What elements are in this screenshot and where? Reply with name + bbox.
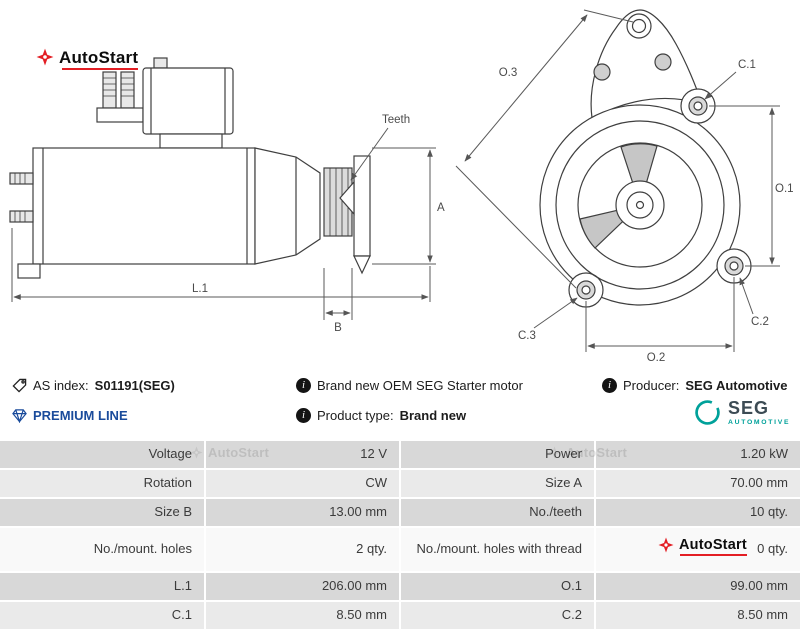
oem-note-item: i Brand new OEM SEG Starter motor	[296, 376, 523, 394]
pinion-gear	[323, 167, 353, 237]
hub	[615, 180, 665, 230]
spec-value: 2 qty.	[206, 528, 399, 571]
spec-value: 13.00 mm	[206, 499, 399, 526]
info-icon: i	[296, 407, 311, 423]
autostart-star-icon	[36, 48, 54, 66]
starter-motor-side-view	[9, 57, 371, 279]
logo-underline	[680, 554, 747, 556]
autostart-watermark: AutoStart	[548, 446, 627, 459]
spec-table: Voltage 12 V Power 1.20 kW Rotation CW S…	[0, 441, 800, 629]
solenoid-terminals	[96, 71, 144, 123]
premium-line-item: PREMIUM LINE	[12, 406, 128, 424]
oem-note-text: Brand new OEM SEG Starter motor	[317, 377, 523, 393]
producer-item: i Producer: SEG Automotive	[602, 376, 787, 394]
tag-icon	[12, 378, 27, 393]
bracket-boss-left	[593, 63, 611, 81]
product-type-item: i Product type: Brand new	[296, 406, 466, 424]
producer-label: Producer:	[623, 377, 680, 393]
autostart-star-icon	[190, 446, 203, 459]
spec-value: 12 V	[206, 441, 399, 468]
mount-holes	[576, 96, 744, 300]
starter-motor-front-view	[539, 9, 752, 308]
spec-label: No./teeth	[401, 499, 594, 526]
seg-logo-text: SEG	[728, 398, 770, 418]
seg-automotive-logo: SEG AUTOMOTIVE	[694, 399, 790, 426]
dim-label-c3: C.3	[518, 330, 536, 342]
spec-value: 1.20 kW	[596, 441, 800, 468]
autostart-logo-text: AutoStart	[59, 47, 139, 67]
dim-label-b: B	[334, 322, 342, 334]
spec-value: CW	[206, 470, 399, 497]
spec-label: O.1	[401, 573, 594, 600]
seg-logo-text-block: SEG AUTOMOTIVE	[728, 399, 790, 426]
bracket-hole	[626, 13, 652, 39]
spec-value: 8.50 mm	[206, 602, 399, 629]
premium-line-label: PREMIUM LINE	[33, 407, 128, 423]
spec-label: Size B	[0, 499, 204, 526]
spec-label: Rotation	[0, 470, 204, 497]
seg-ring-icon	[695, 400, 720, 425]
as-index-label: AS index:	[33, 377, 89, 393]
front-view-drawing: O.3 C.1 O.1 C.2 O.2 C.3	[455, 9, 794, 364]
spec-value: 99.00 mm	[596, 573, 800, 600]
dim-label-o3: O.3	[499, 67, 518, 79]
bracket-boss-right	[654, 53, 672, 71]
top-bracket	[590, 9, 703, 119]
solenoid	[142, 57, 234, 135]
dim-label-o1: O.1	[775, 183, 794, 195]
spec-value: 70.00 mm	[596, 470, 800, 497]
rear-terminals	[9, 172, 41, 279]
front-view-dimensions	[455, 9, 780, 352]
autostart-watermark: AutoStart	[190, 446, 269, 459]
seg-logo-subtext: AUTOMOTIVE	[728, 419, 791, 426]
dim-label-a: A	[437, 202, 445, 214]
product-type-value: Brand new	[399, 407, 467, 423]
side-view-drawing: Teeth A L.1 B	[9, 57, 445, 334]
autostart-stamp: AutoStart	[658, 537, 747, 556]
spec-label: C.1	[0, 602, 204, 629]
dim-label-l1: L.1	[192, 283, 208, 295]
dim-label-c1: C.1	[738, 59, 756, 71]
autostart-star-icon	[548, 446, 561, 459]
logo-underline	[62, 67, 139, 70]
spec-value: 206.00 mm	[206, 573, 399, 600]
info-icon: i	[296, 377, 311, 393]
gear-wedge-top	[620, 143, 658, 208]
front-view-labels: O.3 C.1 O.1 C.2 O.2 C.3	[499, 59, 794, 364]
spec-label: C.2	[401, 602, 594, 629]
as-index-value: S01191(SEG)	[94, 377, 175, 393]
autostart-logo: AutoStart	[36, 47, 139, 70]
spec-label: Size A	[401, 470, 594, 497]
spec-value: 8.50 mm	[596, 602, 800, 629]
dim-label-o2: O.2	[647, 352, 666, 364]
spec-label: No./mount. holes with thread	[401, 528, 594, 571]
product-type-label: Product type:	[317, 407, 394, 423]
spec-value: 0 qty.	[596, 528, 800, 571]
autostart-star-icon	[658, 537, 674, 553]
spec-label: L.1	[0, 573, 204, 600]
as-index-item: AS index: S01191(SEG)	[12, 376, 175, 394]
solenoid-bracket	[159, 133, 223, 149]
dim-label-c2: C.2	[751, 316, 769, 328]
side-view-labels: Teeth A L.1 B	[192, 114, 445, 334]
drive-end-bracket	[339, 155, 371, 275]
producer-value: SEG Automotive	[685, 377, 788, 393]
spec-label: No./mount. holes	[0, 528, 204, 571]
side-view-dimensions	[11, 127, 436, 320]
premium-gem-icon	[12, 408, 27, 423]
spec-value: 10 qty.	[596, 499, 800, 526]
motor-body	[32, 147, 256, 265]
spec-label: Voltage	[0, 441, 204, 468]
dim-label-teeth: Teeth	[382, 114, 410, 126]
drive-housing	[254, 147, 321, 265]
info-icon: i	[602, 377, 617, 393]
